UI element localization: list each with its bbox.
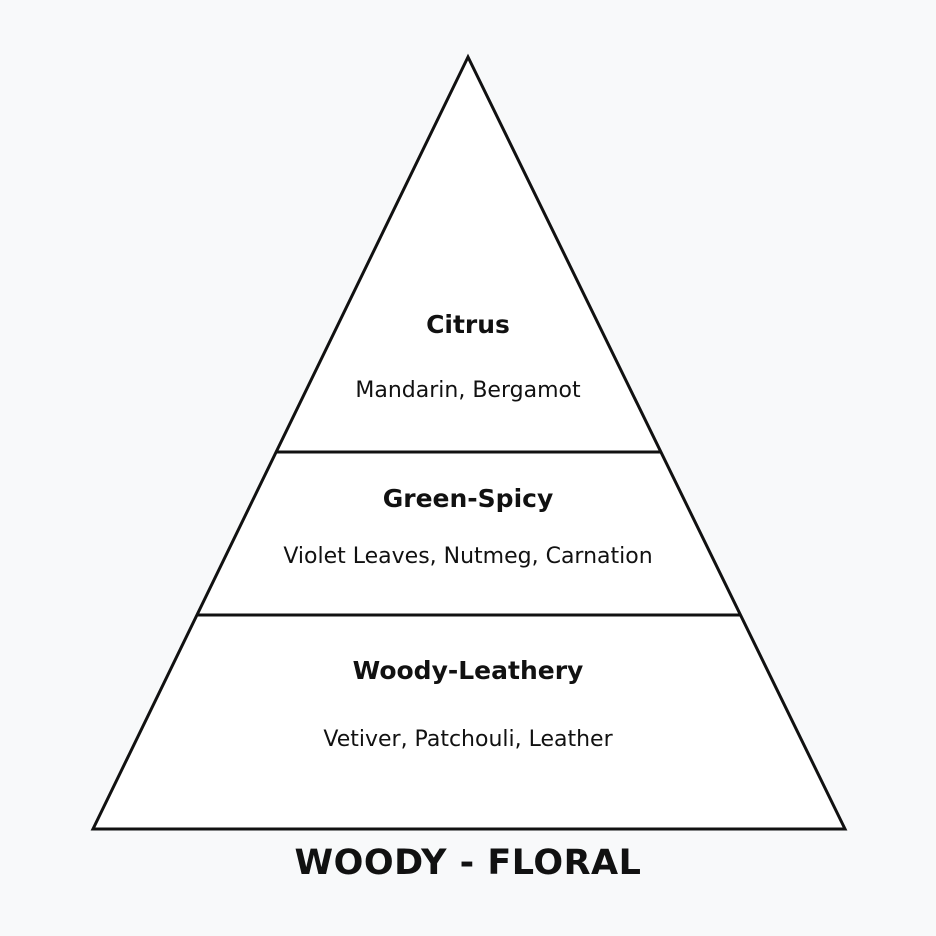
fragrance-family-title: WOODY - FLORAL bbox=[294, 843, 642, 883]
heart-note-ingredients: Violet Leaves, Nutmeg, Carnation bbox=[283, 544, 653, 569]
pyramid-outline bbox=[90, 53, 848, 831]
heart-note-title: Green-Spicy bbox=[382, 484, 554, 513]
base-note-title: Woody-Leathery bbox=[352, 656, 584, 685]
top-note-ingredients: Mandarin, Bergamot bbox=[355, 378, 581, 403]
top-note-title: Citrus bbox=[426, 310, 510, 339]
base-note-ingredients: Vetiver, Patchouli, Leather bbox=[323, 727, 613, 752]
